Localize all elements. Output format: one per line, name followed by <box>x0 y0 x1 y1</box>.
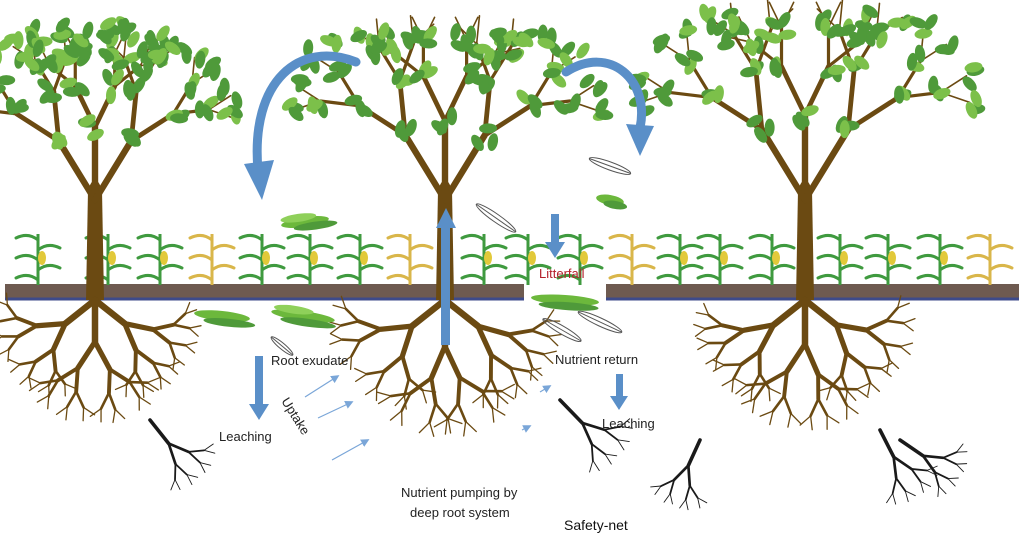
safety-net-roots <box>148 398 968 511</box>
leaching-left-arrow-head <box>249 404 269 420</box>
crop-plant <box>460 233 508 285</box>
label-pumping-line2: deep root system <box>410 505 510 520</box>
tree-roots <box>693 295 916 431</box>
trees <box>0 0 986 437</box>
label-litterfall: Litterfall <box>539 266 585 281</box>
crop-plant <box>336 233 384 285</box>
uptake-arrow <box>331 439 370 461</box>
crop-plant <box>556 233 604 285</box>
crop-plant <box>238 233 286 285</box>
green-leaf-cluster <box>194 310 256 328</box>
dry-leaf <box>588 157 632 175</box>
crop-plant <box>696 233 744 285</box>
crop-row <box>14 233 1014 285</box>
label-uptake: Uptake <box>278 395 313 438</box>
tree-roots <box>0 292 202 424</box>
green-leaf-cluster <box>271 304 336 329</box>
litterfall-arrow-head <box>545 242 565 258</box>
return-arrow <box>539 385 552 394</box>
crop-plant <box>14 233 62 285</box>
green-leaf-cluster <box>280 213 338 231</box>
dry-crop-plant <box>608 233 656 285</box>
crop-plant <box>748 233 796 285</box>
tree-center <box>281 14 614 437</box>
crop-plant <box>504 233 552 285</box>
dry-leaf <box>542 317 582 343</box>
leaching-right-arrow-shaft <box>616 374 623 398</box>
crop-plant <box>916 233 964 285</box>
tree-canopy <box>0 16 243 150</box>
uptake-arrow <box>304 375 340 398</box>
return-arrow <box>521 425 532 433</box>
tree-left <box>0 16 243 424</box>
green-leaf-cluster <box>531 294 599 311</box>
crop-plant <box>816 233 864 285</box>
dry-leaf <box>475 203 517 233</box>
crop-plant <box>656 233 704 285</box>
leaching-right-arrow-head <box>610 396 628 410</box>
leaching-left-arrow-shaft <box>255 356 263 406</box>
litter-leaves <box>194 157 632 356</box>
crop-plant <box>136 233 184 285</box>
labels: Root exudate Uptake Leaching Litterfall … <box>219 266 655 533</box>
label-root-exudate: Root exudate <box>271 353 348 368</box>
tree-right <box>628 0 986 431</box>
dry-crop-plant <box>188 233 236 285</box>
curved-arrow-left-head <box>244 160 274 200</box>
litterfall-arrow-shaft <box>551 214 559 244</box>
dry-crop-plant <box>386 233 434 285</box>
dry-leaf <box>270 336 294 356</box>
uptake-arrow <box>317 401 354 419</box>
label-pumping-line1: Nutrient pumping by <box>401 485 518 500</box>
pumping-arrow-head <box>436 208 456 228</box>
dry-leaf <box>577 310 623 334</box>
tree-roots <box>327 295 563 437</box>
curved-arrow-left <box>252 51 361 175</box>
label-safety-net: Safety-net <box>564 517 628 533</box>
label-leaching-right: Leaching <box>602 416 655 431</box>
flow-arrows <box>244 51 654 461</box>
tree-canopy <box>628 3 986 143</box>
green-leaf-cluster <box>596 194 628 210</box>
soil-surface <box>5 284 1019 298</box>
label-leaching-left: Leaching <box>219 429 272 444</box>
crop-plant <box>864 233 912 285</box>
label-nutrient-return: Nutrient return <box>555 352 638 367</box>
pumping-arrow-shaft <box>441 225 450 345</box>
curved-arrow-right-head <box>626 124 654 156</box>
curved-arrow-right <box>561 57 646 133</box>
dry-crop-plant <box>966 233 1014 285</box>
crop-plant <box>286 233 334 285</box>
